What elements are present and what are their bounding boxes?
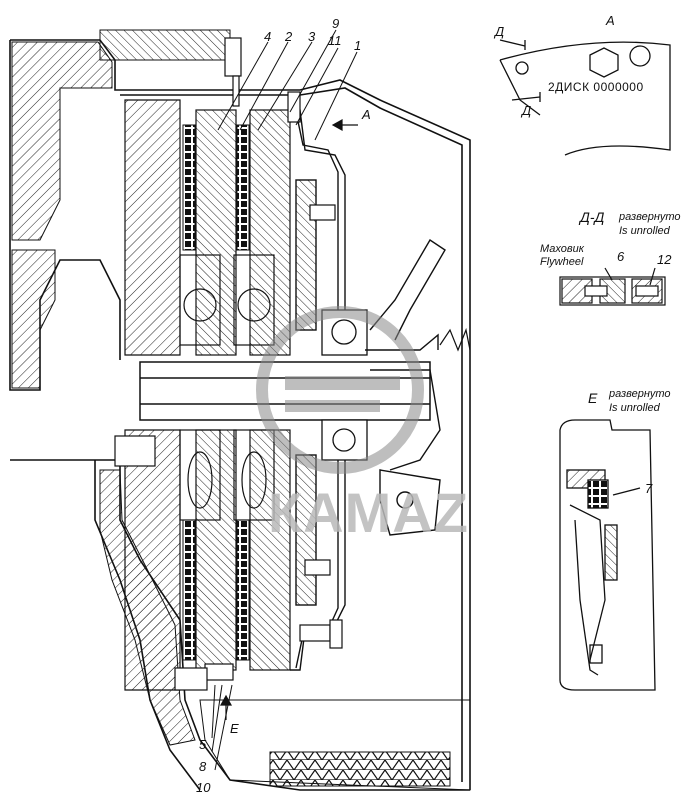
callout-11: 11 (328, 33, 342, 48)
disk-plate-text: 2ДИСК 0000000 (548, 80, 644, 94)
flywheel-label-ru: Маховик (540, 243, 584, 255)
section-dd-detail (559, 267, 666, 306)
view-a-marker-main: А (362, 107, 371, 122)
bolts (174, 37, 343, 691)
ring-gear-teeth (269, 751, 451, 787)
callout-5: 5 (199, 737, 207, 752)
section-d-marker-top: Д (495, 24, 505, 39)
section-d-marker-bottom: Д (522, 103, 532, 118)
view-a-detail (499, 39, 671, 156)
view-a-arrow (331, 118, 358, 132)
flywheel-label-en: Flywheel (540, 256, 584, 268)
flywheel (114, 99, 181, 691)
callout-7: 7 (645, 481, 653, 496)
view-e-arrow (219, 694, 233, 720)
driven-disk-hubs (179, 254, 275, 521)
callout-9: 9 (332, 16, 340, 31)
callout-12: 12 (657, 252, 672, 267)
view-e-marker-main: Е (230, 721, 239, 736)
section-dd-unrolled-en: Is unrolled (619, 225, 670, 237)
kamaz-watermark-text: КАМАZ (268, 481, 469, 544)
view-e-unrolled-ru: развернуто (609, 388, 671, 400)
view-e-unrolled-en: Is unrolled (609, 402, 660, 414)
callout-1: 1 (354, 38, 362, 53)
kamaz-logo-watermark (256, 306, 424, 474)
friction-linings (182, 124, 250, 661)
section-dd-unrolled-ru: развернуто (619, 211, 681, 223)
view-e-detail (559, 419, 656, 691)
callout-3: 3 (308, 29, 316, 44)
callout-10: 10 (196, 780, 211, 795)
bottom-leader-lines (211, 684, 233, 771)
callout-8: 8 (199, 759, 207, 774)
callout-2: 2 (285, 29, 293, 44)
view-e-title: Е (588, 390, 598, 406)
callout-4: 4 (264, 29, 272, 44)
callout-6: 6 (617, 249, 625, 264)
section-dd-title: Д-Д (580, 209, 605, 225)
view-a-marker-detail: А (606, 13, 615, 28)
pressure-plates (195, 109, 291, 671)
top-leader-lines (217, 29, 358, 141)
